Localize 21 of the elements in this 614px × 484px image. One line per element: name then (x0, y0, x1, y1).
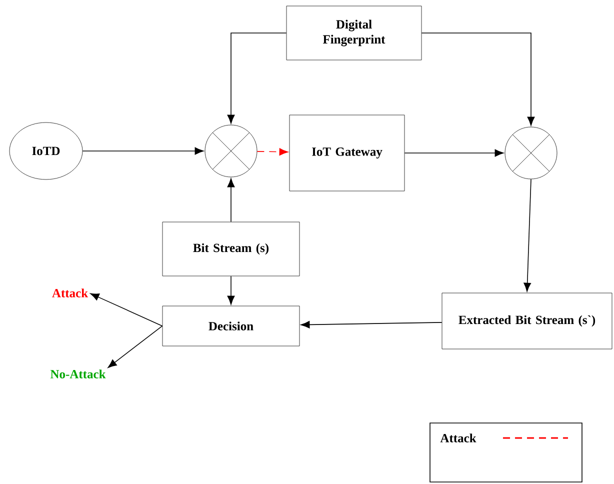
outcome-label: Attack (52, 288, 88, 298)
mixer-symbol (204, 124, 258, 178)
arrow (256, 148, 288, 156)
process-box: IoT Gateway (289, 114, 405, 192)
arrow (524, 178, 532, 292)
arrow (227, 276, 235, 305)
arrow (300, 321, 442, 328)
arrow (108, 326, 163, 368)
arrow (227, 178, 235, 222)
arrow (421, 32, 535, 126)
arrow (82, 147, 204, 155)
process-box: Extracted Bit Stream (s`) (442, 292, 612, 350)
arrow (90, 293, 163, 326)
process-box: Bit Stream (s) (162, 222, 300, 276)
process-box: Decision (162, 306, 300, 346)
legend-text: Attack (440, 434, 476, 442)
outcome-label: No-Attack (50, 370, 106, 378)
process-box: Digital Fingerprint (286, 6, 422, 60)
arrow (227, 32, 287, 124)
mixer-symbol (504, 126, 558, 180)
arrow (404, 149, 504, 157)
